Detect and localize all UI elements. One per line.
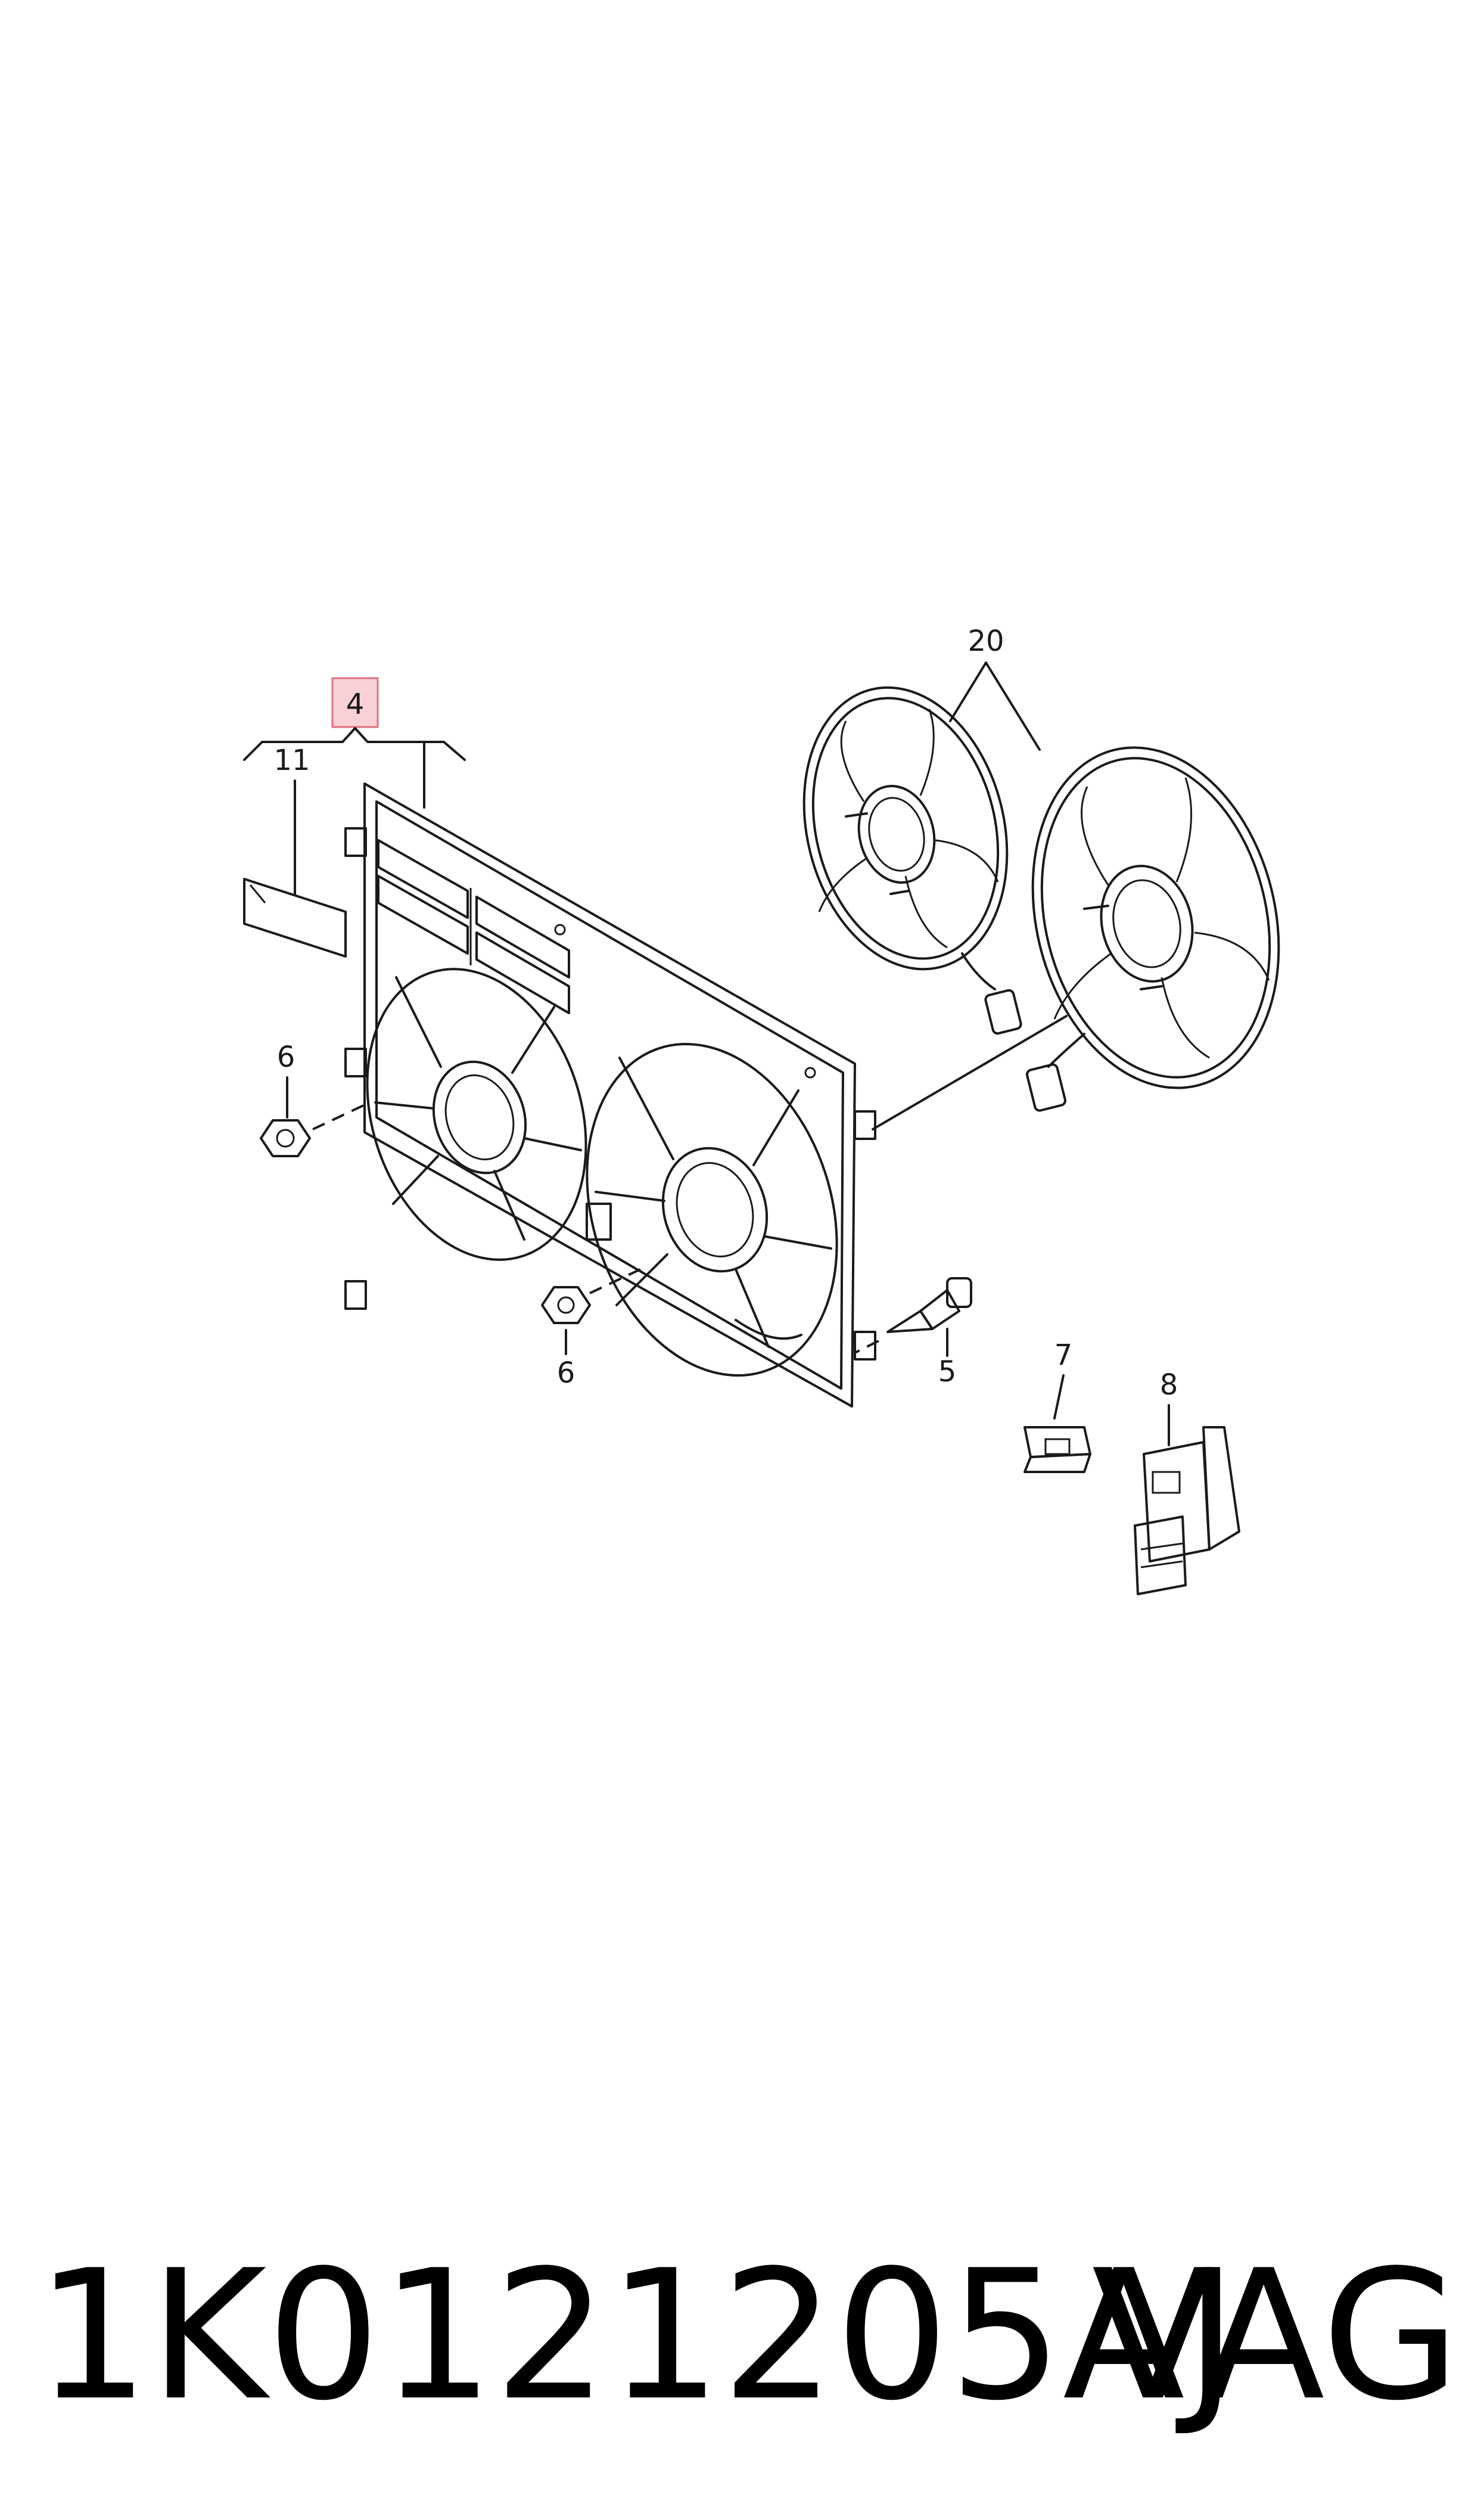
nut-6-upper [260,1119,311,1157]
callout-6-lower[interactable]: 6 [557,1356,575,1390]
callout-7[interactable]: 7 [1054,1338,1073,1372]
dashed-path-6-lower [589,1268,641,1294]
leader-20b [985,661,1041,751]
dashed-path-5 [854,1340,879,1354]
sticker-mark [249,884,266,903]
leader-20a [949,661,987,722]
leader-7 [1053,1374,1065,1420]
footer: 1K0121205AJ VAG [0,2217,1484,2455]
callout-4-highlight [331,677,379,728]
dashed-path-6-upper [312,1104,364,1130]
brand-label: VAG [1091,2232,1460,2440]
fan-shroud-frame [344,782,876,1408]
callout-8[interactable]: 8 [1160,1368,1178,1402]
screw-5 [886,1277,972,1333]
label-sticker-11 [243,878,347,958]
callout-4[interactable]: 4 [346,688,365,721]
holder-8 [1134,1426,1240,1595]
part-number: 1K0121205AJ [36,2232,1238,2440]
clip-7 [1023,1426,1091,1473]
fan-motor-20-right [872,746,1280,1130]
callout-5[interactable]: 5 [938,1355,957,1389]
fan-motor-20-left [802,686,1022,1035]
nut-6-lower [541,1286,591,1324]
callout-20[interactable]: 20 [967,625,1004,658]
callout-6-upper[interactable]: 6 [277,1040,295,1074]
bracket-4 [243,727,466,761]
callout-11[interactable]: 11 [273,744,310,777]
